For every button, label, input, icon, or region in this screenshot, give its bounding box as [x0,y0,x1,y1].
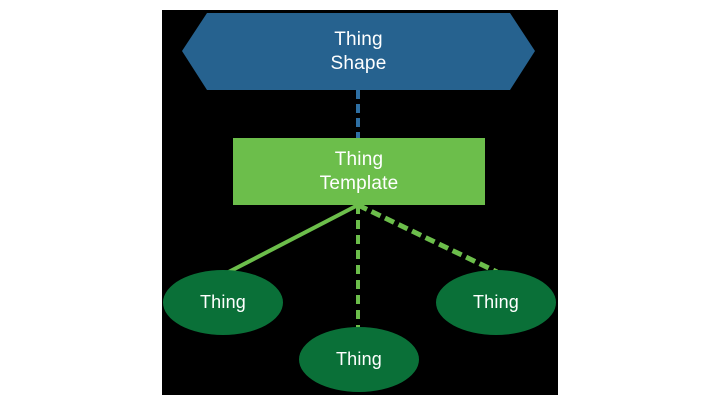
node-thing-center[interactable] [299,327,419,392]
connector-template-to-thing-left [216,203,359,280]
node-thing-template[interactable] [233,138,485,205]
node-thing-shape[interactable] [182,13,535,90]
node-thing-left[interactable] [163,270,283,335]
connector-template-to-thing-right [356,202,499,275]
node-thing-right[interactable] [436,270,556,335]
